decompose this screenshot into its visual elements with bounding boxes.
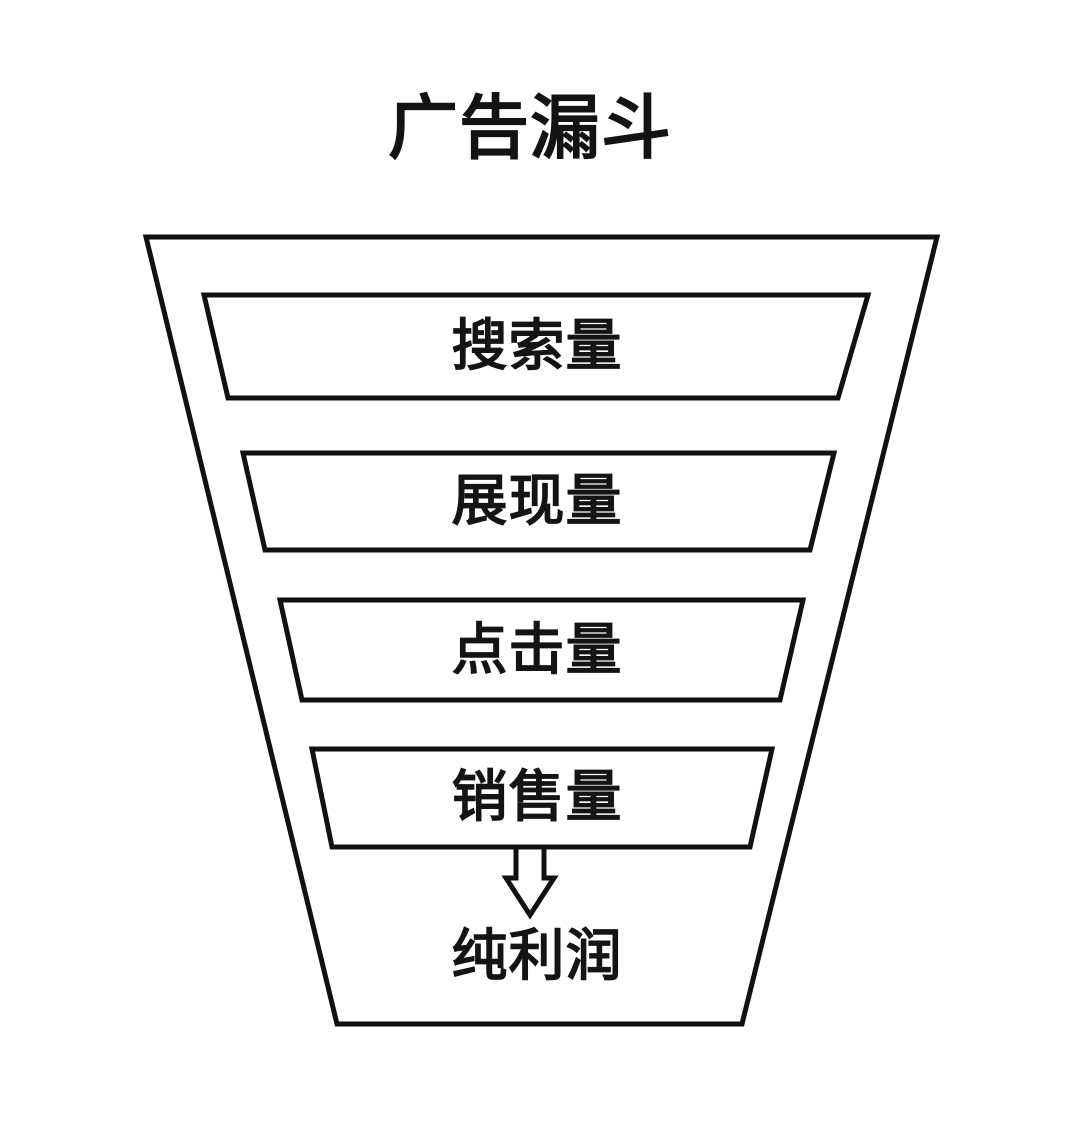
funnel-stage-3-label: 点击量 [451, 618, 623, 681]
funnel-stage-1-shape[interactable] [200, 292, 872, 401]
funnel-stage-4-shape[interactable] [308, 746, 776, 850]
funnel-stage-3-shape[interactable] [276, 597, 807, 703]
funnel-stage-2-label: 展现量 [451, 469, 623, 532]
funnel-stage-2-shape[interactable] [239, 450, 838, 553]
down-arrow-icon [501, 844, 559, 920]
funnel-stage-4-label: 销售量 [451, 765, 623, 828]
page-title: 广告漏斗 [388, 89, 672, 167]
funnel-outcome-label: 纯利润 [451, 924, 623, 987]
funnel-stage-1-label: 搜索量 [451, 314, 623, 377]
